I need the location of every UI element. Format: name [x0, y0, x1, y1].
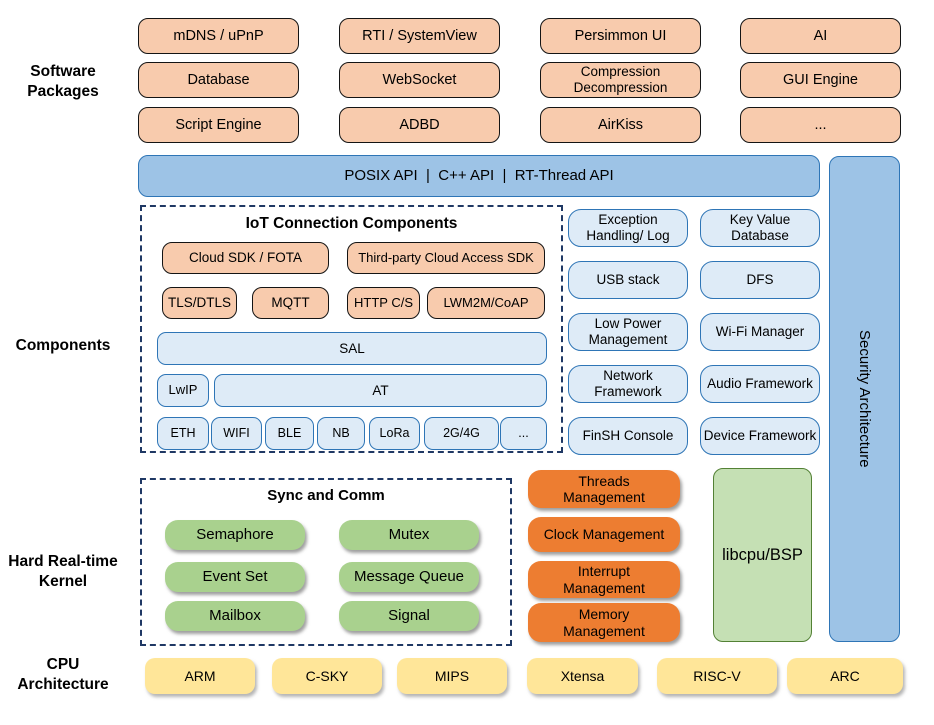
box-lwm2m-coap: LWM2M/CoAP: [427, 287, 545, 319]
link-wifi: WIFI: [211, 417, 262, 450]
pkg-script-engine: Script Engine: [138, 107, 299, 143]
label-software-packages: Software Packages: [27, 63, 99, 101]
box-lwip: LwIP: [157, 374, 209, 407]
mgmt-threads: Threads Management: [528, 470, 680, 508]
box-sal: SAL: [157, 332, 547, 365]
link-more: ...: [500, 417, 547, 450]
box-third-party-cloud-sdk: Third-party Cloud Access SDK: [347, 242, 545, 274]
pkg-gui-engine: GUI Engine: [740, 62, 901, 98]
cpu-csky: C-SKY: [272, 658, 382, 694]
link-eth: ETH: [157, 417, 209, 450]
pkg-ai: AI: [740, 18, 901, 54]
pkg-rti-systemview: RTI / SystemView: [339, 18, 500, 54]
sync-and-comm-box: Sync and Comm Semaphore Mutex Event Set …: [140, 478, 512, 646]
pkg-mdns-upnp: mDNS / uPnP: [138, 18, 299, 54]
api-bar: POSIX API | C++ API | RT-Thread API: [138, 155, 820, 197]
link-lora: LoRa: [369, 417, 420, 450]
svc-finsh-console: FinSH Console: [568, 417, 688, 455]
svc-key-value-db: Key Value Database: [700, 209, 820, 247]
svc-device-framework: Device Framework: [700, 417, 820, 455]
label-cpu-architecture: CPU Architecture: [17, 656, 109, 694]
pkg-more: ...: [740, 107, 901, 143]
svc-wifi-manager: Wi-Fi Manager: [700, 313, 820, 351]
mgmt-clock: Clock Management: [528, 517, 680, 552]
cpu-mips: MIPS: [397, 658, 507, 694]
sync-and-comm-title: Sync and Comm: [267, 487, 385, 504]
link-ble: BLE: [265, 417, 314, 450]
iot-components-title: IoT Connection Components: [245, 215, 458, 232]
svc-network-framework: Network Framework: [568, 365, 688, 403]
pkg-compression-decompression: Compression Decompression: [540, 62, 701, 98]
cpu-riscv: RISC-V: [657, 658, 777, 694]
label-hard-realtime-kernel: Hard Real-time Kernel: [8, 553, 118, 591]
pkg-adbd: ADBD: [339, 107, 500, 143]
kernel-message-queue: Message Queue: [339, 562, 479, 592]
cpu-arc: ARC: [787, 658, 903, 694]
pkg-websocket: WebSocket: [339, 62, 500, 98]
box-mqtt: MQTT: [252, 287, 329, 319]
cpu-xtensa: Xtensa: [527, 658, 638, 694]
kernel-event-set: Event Set: [165, 562, 305, 592]
libcpu-bsp-box: libcpu/BSP: [713, 468, 812, 642]
mgmt-interrupt: Interrupt Management: [528, 561, 680, 598]
svc-audio-framework: Audio Framework: [700, 365, 820, 403]
svc-usb-stack: USB stack: [568, 261, 688, 299]
link-2g4g: 2G/4G: [424, 417, 499, 450]
pkg-airkiss: AirKiss: [540, 107, 701, 143]
box-at: AT: [214, 374, 547, 407]
kernel-semaphore: Semaphore: [165, 520, 305, 550]
cpu-arm: ARM: [145, 658, 255, 694]
mgmt-memory: Memory Management: [528, 603, 680, 642]
pkg-database: Database: [138, 62, 299, 98]
kernel-signal: Signal: [339, 601, 479, 631]
box-cloud-sdk-fota: Cloud SDK / FOTA: [162, 242, 329, 274]
kernel-mailbox: Mailbox: [165, 601, 305, 631]
svc-dfs: DFS: [700, 261, 820, 299]
box-http-cs: HTTP C/S: [347, 287, 420, 319]
box-tls-dtls: TLS/DTLS: [162, 287, 237, 319]
security-architecture-bar: Security Architecture: [829, 156, 900, 642]
pkg-persimmon-ui: Persimmon UI: [540, 18, 701, 54]
svc-exception-log: Exception Handling/ Log: [568, 209, 688, 247]
iot-connection-components-box: IoT Connection Components Cloud SDK / FO…: [140, 205, 563, 453]
label-components: Components: [15, 337, 111, 354]
svc-low-power: Low Power Management: [568, 313, 688, 351]
component-services-grid: Exception Handling/ Log Key Value Databa…: [568, 209, 820, 455]
kernel-mutex: Mutex: [339, 520, 479, 550]
link-nb: NB: [317, 417, 365, 450]
